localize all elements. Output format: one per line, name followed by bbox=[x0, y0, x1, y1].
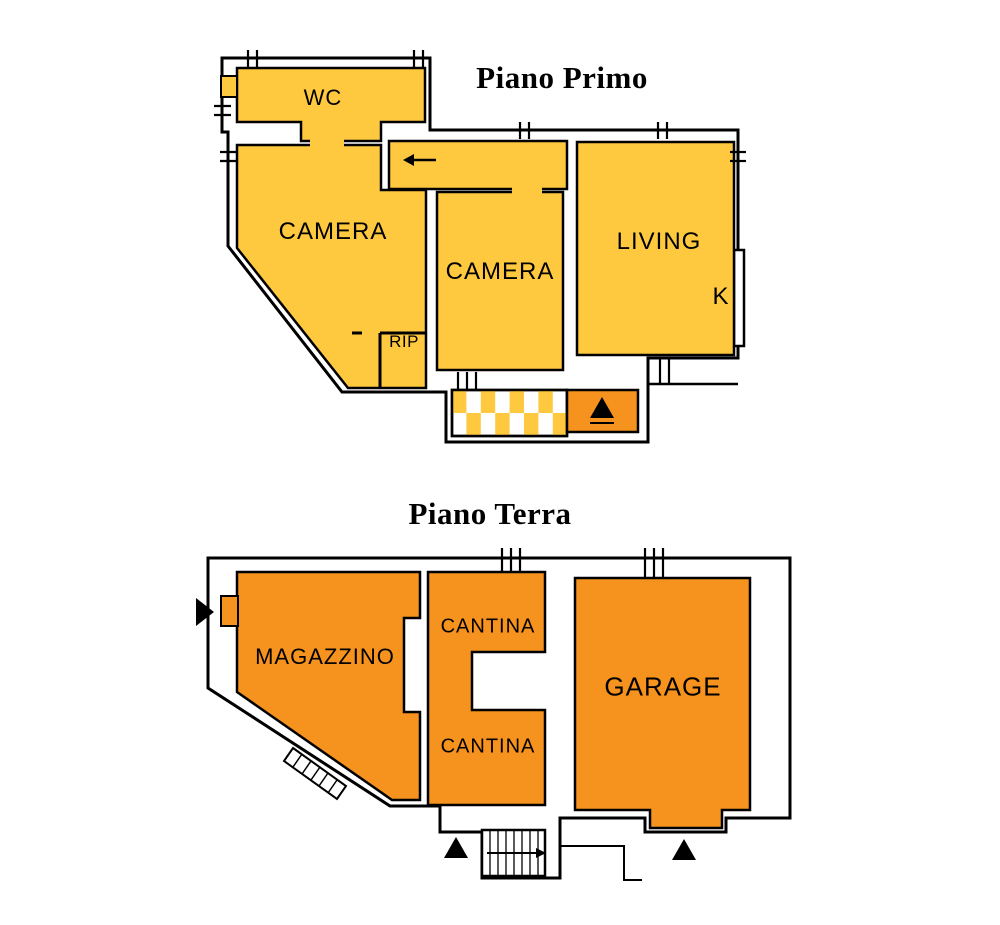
first-floor-plan bbox=[214, 50, 746, 444]
diagonal-stair-hatch bbox=[282, 746, 348, 801]
stair-step bbox=[495, 413, 510, 436]
staircase-first-floor bbox=[450, 388, 569, 438]
up-arrow-icon bbox=[590, 397, 614, 418]
hatch-line bbox=[318, 772, 329, 787]
hatch-line bbox=[310, 766, 321, 781]
entry-arrow-icon bbox=[403, 154, 436, 166]
hallway bbox=[387, 139, 569, 191]
door-opening-hall-camera2 bbox=[512, 186, 542, 195]
entrance-arrow-icon bbox=[196, 598, 214, 626]
room-cantina-block bbox=[426, 570, 547, 807]
room-label-k: K bbox=[712, 283, 730, 310]
hatch-line bbox=[327, 779, 338, 794]
door-opening-wc-camera bbox=[310, 139, 344, 148]
room-label-camera-2: CAMERA bbox=[445, 258, 555, 285]
room-wc bbox=[235, 66, 427, 143]
room-label-rip: RIP bbox=[389, 332, 419, 351]
up-arrow-right-icon bbox=[672, 839, 696, 860]
staircase-ground-floor bbox=[480, 828, 547, 878]
entry-arrow-head bbox=[403, 154, 414, 166]
stair-step bbox=[538, 390, 553, 413]
stair-landing bbox=[565, 388, 640, 434]
room-label-cantina-1: CANTINA bbox=[440, 615, 536, 638]
kitchen-recess bbox=[732, 248, 746, 348]
ground-floor-outer-wall bbox=[206, 556, 792, 880]
room-camera-1 bbox=[235, 143, 428, 390]
first-floor-title: Piano Primo bbox=[476, 60, 648, 95]
room-label-garage: GARAGE bbox=[604, 671, 722, 702]
room-label-magazzino: MAGAZZINO bbox=[255, 644, 395, 669]
stair-direction-arrow-icon bbox=[536, 848, 546, 858]
room-label-cantina-2: CANTINA bbox=[440, 735, 536, 758]
walkway-line bbox=[560, 845, 642, 881]
ground-floor-plan bbox=[196, 548, 792, 881]
room-garage bbox=[573, 576, 752, 830]
hatch-line bbox=[301, 760, 312, 775]
window-ticks-ground-floor bbox=[500, 548, 665, 578]
room-magazzino bbox=[235, 570, 422, 802]
window-ticks-first-floor bbox=[214, 50, 746, 390]
stair-step bbox=[466, 413, 481, 436]
ground-floor-title: Piano Terra bbox=[408, 496, 572, 531]
magazzino-entry-tab bbox=[220, 595, 239, 627]
stair-step bbox=[552, 413, 567, 436]
stair-step bbox=[509, 390, 524, 413]
room-label-camera-1: CAMERA bbox=[278, 218, 388, 245]
room-living bbox=[575, 140, 736, 357]
up-arrow-left-icon bbox=[444, 837, 468, 858]
wc-entry-tab bbox=[220, 75, 238, 98]
room-label-living: LIVING bbox=[616, 228, 702, 255]
stair-step bbox=[524, 413, 539, 436]
stair-step bbox=[452, 390, 467, 413]
stair-step bbox=[480, 390, 496, 413]
hatch-line bbox=[292, 753, 303, 768]
room-label-wc: WC bbox=[303, 85, 343, 110]
